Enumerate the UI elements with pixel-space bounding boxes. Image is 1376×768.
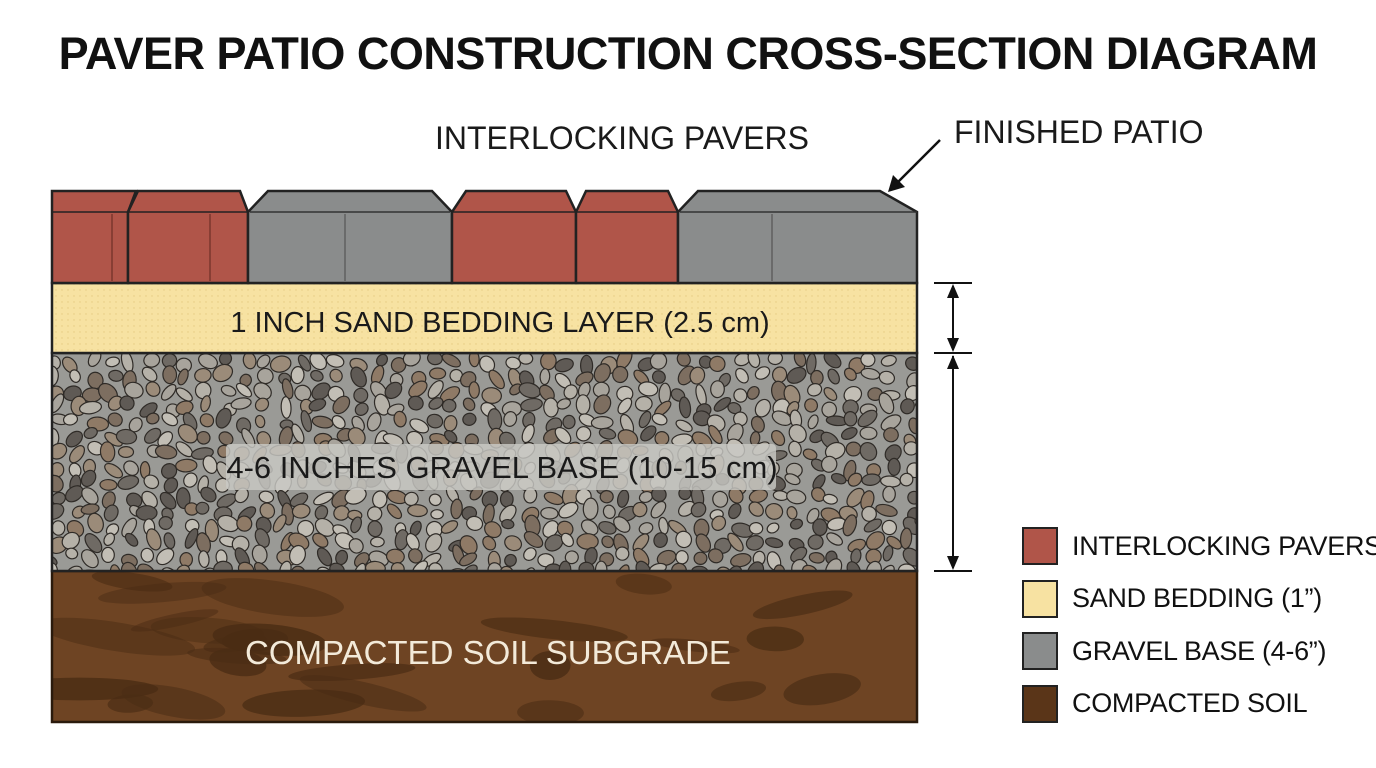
gravel-layer xyxy=(50,351,919,573)
legend-label: INTERLOCKING PAVERS xyxy=(1072,530,1376,561)
legend-item-soil: COMPACTED SOIL xyxy=(1022,684,1376,724)
page-title: PAVER PATIO CONSTRUCTION CROSS-SECTION D… xyxy=(58,28,1318,79)
finished-patio-callout: FINISHED PATIO xyxy=(954,114,1204,150)
legend-label: SAND BEDDING (1”) xyxy=(1072,583,1322,613)
legend-label: COMPACTED SOIL xyxy=(1072,688,1308,718)
gravel-thickness-arrow-icon xyxy=(934,352,972,572)
gravel-label-backdrop xyxy=(226,444,776,490)
legend-label: GRAVEL BASE (4-6”) xyxy=(1072,635,1327,666)
paver-red xyxy=(450,189,578,285)
paver-red xyxy=(50,189,138,285)
legend: INTERLOCKING PAVERS SAND BEDDING (1”) GR… xyxy=(1022,526,1376,736)
legend-swatch xyxy=(1022,579,1058,618)
legend-item-sand: SAND BEDDING (1”) xyxy=(1022,579,1376,619)
soil-layer-label: COMPACTED SOIL SUBGRADE xyxy=(245,634,731,671)
legend-item-pavers: INTERLOCKING PAVERS xyxy=(1022,526,1376,566)
legend-swatch xyxy=(1022,632,1058,670)
paver-gray xyxy=(246,189,454,285)
sand-thickness-arrow-icon xyxy=(934,282,972,352)
finished-patio-arrow-icon xyxy=(888,139,941,192)
pavers-callout: INTERLOCKING PAVERS xyxy=(435,120,809,156)
paver-red xyxy=(574,189,680,285)
soil-layer xyxy=(50,569,919,724)
legend-swatch xyxy=(1022,527,1058,565)
legend-item-gravel: GRAVEL BASE (4-6”) xyxy=(1022,631,1376,671)
paver-gray xyxy=(676,189,919,285)
sand-layer xyxy=(50,281,919,355)
paver-red xyxy=(126,189,250,285)
sand-layer-label: 1 INCH SAND BEDDING LAYER (2.5 cm) xyxy=(230,307,769,339)
paver-layer xyxy=(50,189,919,285)
legend-swatch xyxy=(1022,684,1058,723)
gravel-layer-label: 4-6 INCHES GRAVEL BASE (10-15 cm) xyxy=(226,450,777,485)
